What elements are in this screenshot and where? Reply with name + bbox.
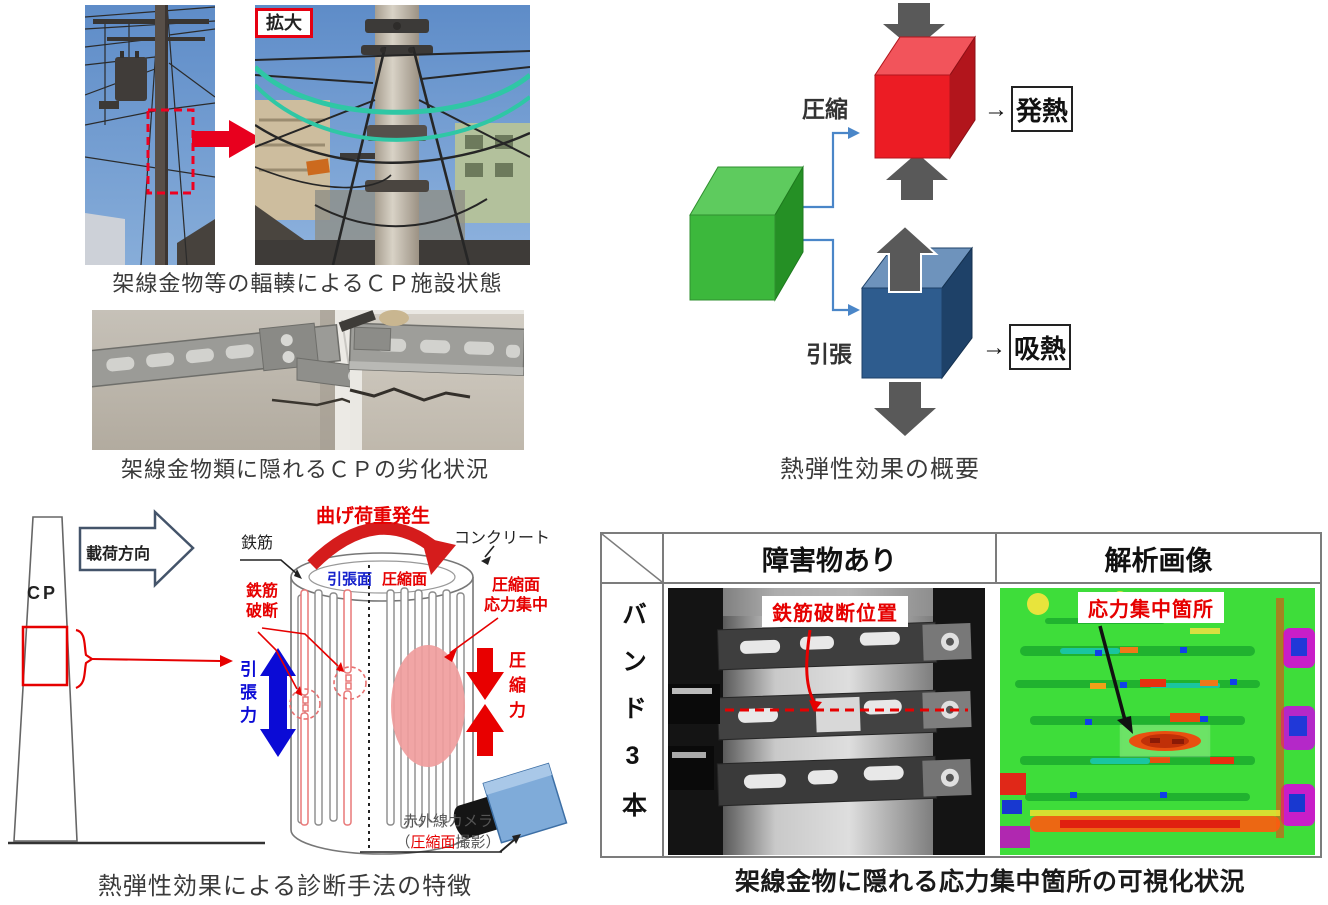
orange-sign (306, 158, 330, 176)
bending-load-label: 曲げ荷重発生 (316, 506, 431, 527)
highlight-dashed-box (146, 108, 195, 195)
col-header-analysis: 解析画像 (997, 534, 1320, 584)
rebar-rupture-label: 鉄筋 破断 (246, 583, 279, 620)
tension-label: 引張 (806, 341, 852, 367)
caption-cp-installation: 架線金物等の輻輳によるＣＰ施設状態 (112, 271, 503, 296)
load-direction-arrow (78, 509, 195, 588)
metal-band-1 (716, 621, 972, 671)
crossarm (93, 19, 209, 24)
thermal-analysis-image (1000, 588, 1315, 855)
tension-face-label: 引張面 (327, 571, 373, 588)
heat-absorption-box: 吸熱 (1009, 324, 1071, 370)
stress-highlight-box (1119, 724, 1211, 758)
pole-hardware (340, 19, 433, 192)
utility-pole (155, 5, 168, 265)
rupture-position-label: 鉄筋破断位置 (762, 596, 908, 627)
right-edge-blobs (1276, 598, 1315, 838)
inspection-box (21, 625, 69, 687)
diagnosis-diagram (8, 509, 568, 855)
compression-face-label: 圧縮面 (382, 571, 428, 588)
caption-visualization: 架線金物に隠れる応力集中箇所の可視化状況 (734, 868, 1245, 896)
tension-arrows (871, 224, 939, 436)
visualization-table: 障害物あり 解析画像 バンド3本 (600, 532, 1322, 858)
caption-thermoelastic-overview: 熱弾性効果の概要 (780, 456, 980, 483)
infrared-camera (453, 762, 568, 844)
diagonal-line (601, 533, 663, 583)
transformer (115, 57, 147, 101)
broken-bolt (338, 310, 376, 332)
metal-band-3 (716, 755, 972, 807)
obstruction-photo (668, 588, 985, 855)
col-header-obstruction: 障害物あり (664, 534, 997, 584)
stress-ellipse (391, 645, 465, 767)
camera-label-line2: （圧縮面撮影） (395, 834, 501, 851)
stress-point-label: 応力集中箇所 (1078, 592, 1224, 623)
branch-connectors (803, 131, 848, 312)
compression-label: 圧縮 (802, 96, 848, 122)
right-band (348, 322, 524, 376)
row-header-band: バンド3本 (602, 584, 664, 856)
brace (75, 628, 94, 690)
compression-cube (874, 35, 976, 160)
to-heat-arrow: → (984, 96, 1008, 123)
caption-diagnosis-method: 熱弾性効果による診断手法の特徴 (97, 873, 473, 900)
power-lines (85, 5, 215, 265)
leader-lines (240, 545, 495, 574)
compressive-force-arrows (466, 648, 504, 756)
source-cube (689, 165, 804, 302)
compressive-force-label: 圧縮力 (506, 651, 525, 726)
camera-label-line1: 赤外線カメラ (402, 813, 493, 830)
building-silhouette (85, 213, 125, 265)
crack-right (349, 387, 471, 402)
hot-specks (1090, 647, 1234, 764)
corner-cell (601, 533, 664, 584)
yellow-spot (1027, 593, 1049, 615)
rupture-leaders (257, 617, 499, 690)
green-cables (255, 65, 530, 142)
row-header-band-text: バンド3本 (618, 601, 647, 839)
metal-band-2 (716, 689, 972, 741)
band-deterioration-photo (92, 310, 524, 450)
heat-generation-box: 発熱 (1011, 86, 1073, 132)
camera-label: 赤外線カメラ （圧縮面撮影） (388, 810, 508, 852)
rupture-circle (333, 666, 367, 700)
blue-specks (1070, 647, 1237, 798)
zoom-arrow-icon (192, 120, 262, 158)
stress-concentration-label: 圧縮面 応力集中 (483, 577, 548, 614)
rupture-arrow (805, 629, 816, 703)
rebar-label: 鉄筋 (241, 535, 274, 552)
ruptured-rebars (300, 589, 352, 826)
load-direction-label: 載荷方向 (86, 546, 151, 563)
tensile-force-arrow (260, 648, 296, 757)
rupture-circle (289, 688, 321, 720)
to-absorb-arrow: → (982, 334, 1006, 361)
stress-arrow (1098, 625, 1128, 725)
tensile-force-label: 引張力 (237, 660, 256, 729)
thermal-streaks (1015, 618, 1260, 801)
thermoelastic-diagram (689, 3, 976, 436)
left-red-blob (1000, 773, 1026, 795)
cp-pole-outline (13, 516, 78, 842)
concrete-label: コンクリート (454, 530, 551, 547)
pole-closeup-photo (255, 5, 530, 265)
caption-cp-deterioration: 架線金物類に隠れるＣＰの劣化状況 (120, 457, 489, 482)
compression-arrows (883, 3, 948, 200)
zoom-badge: 拡大 (255, 8, 313, 38)
cp-label: CP (27, 583, 59, 603)
